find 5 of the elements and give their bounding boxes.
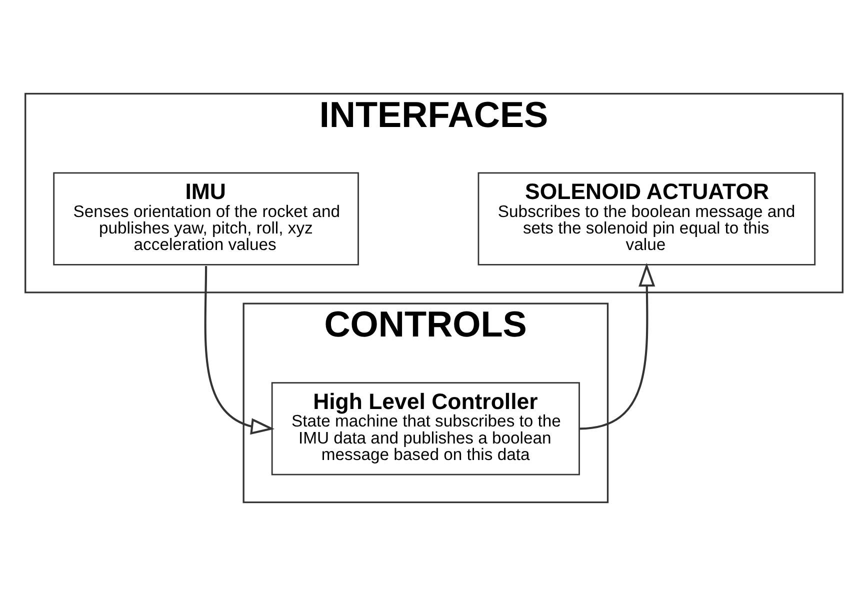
node-box: IMU Senses orientation of the rocket and publishes yaw, pitch, roll, xyz acceleration values: [53, 172, 359, 266]
arrow: [204, 266, 275, 435]
arrow: [580, 262, 656, 430]
node-box: SOLENOID ACTUATOR Subscribes to the boolean message and sets the solenoid pin equal to this value: [478, 172, 816, 266]
node-box: High Level Controller State machine that subscribes to the IMU data and publishes a boolean message based on this data: [271, 382, 580, 476]
